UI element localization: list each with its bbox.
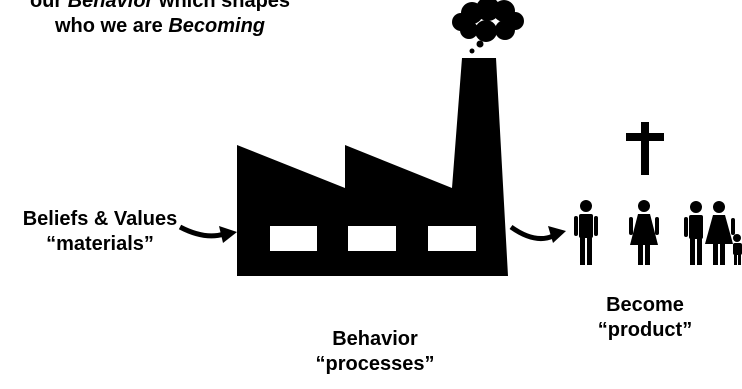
cross-icon: [626, 122, 664, 175]
output-label-title: Become: [606, 294, 684, 316]
output-label-subtitle: “product”: [597, 319, 693, 341]
factory-window: [270, 226, 317, 251]
caption-line-1: our Behavior which shapes: [29, 0, 291, 12]
input-label-title: Beliefs & Values: [22, 208, 178, 230]
factory-icon: [237, 58, 508, 276]
input-label-subtitle: “materials”: [46, 233, 154, 255]
arrow-icon: [509, 224, 566, 243]
caption: our Behavior which shapes who we are Bec…: [0, 0, 320, 39]
family-icon: [684, 201, 742, 265]
caption-line-2: who we are Becoming: [54, 15, 266, 37]
smoke-cloud-icon: [452, 0, 524, 54]
process-label: Behavior “processes”: [300, 327, 450, 377]
input-label: Beliefs & Values “materials”: [0, 207, 200, 257]
process-label-title: Behavior: [332, 328, 418, 350]
process-label-subtitle: “processes”: [315, 353, 435, 375]
woman-icon: [629, 200, 659, 265]
man-icon: [574, 200, 598, 265]
factory-window: [348, 226, 396, 251]
output-label: Become “product”: [575, 293, 715, 343]
factory-window: [428, 226, 476, 251]
arrow-icon: [178, 224, 237, 243]
